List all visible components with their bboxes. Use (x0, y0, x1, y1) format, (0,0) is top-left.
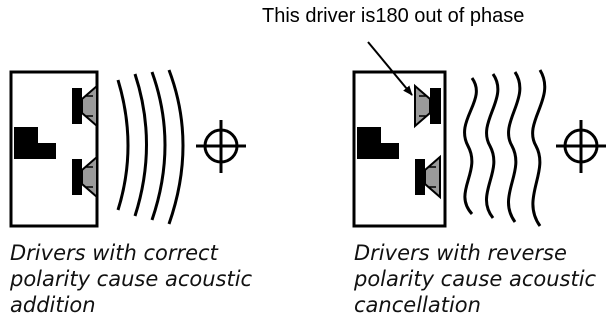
listener-crosshair-icon (196, 120, 246, 173)
inverted-woofer-driver-icon (414, 83, 441, 129)
caption-line: polarity cause acoustic (10, 267, 253, 291)
tweeter-driver-icon (14, 127, 56, 159)
woofer-driver-icon (72, 83, 98, 129)
sound-wave-icon (463, 69, 547, 227)
left-panel (9, 69, 246, 228)
woofer-driver-icon (72, 154, 98, 200)
left-caption: Drivers with correct polarity cause acou… (10, 240, 300, 318)
caption-line: Drivers with reverse (354, 241, 567, 265)
caption-line: cancellation (354, 293, 481, 317)
caption-line: Drivers with correct (10, 241, 218, 265)
caption-line: polarity cause acoustic (354, 267, 597, 291)
phase-annotation: This driver is180 out of phase (262, 5, 525, 27)
speaker-cabinet-icon (352, 70, 447, 228)
right-caption: Drivers with reverse polarity cause acou… (354, 240, 616, 318)
caption-line: addition (10, 293, 96, 317)
listener-crosshair-icon (556, 120, 606, 173)
woofer-driver-icon (415, 154, 441, 200)
arrow-icon (367, 41, 413, 96)
sound-wave-icon (116, 69, 185, 225)
right-panel (352, 69, 606, 228)
speaker-cabinet-icon (9, 70, 99, 228)
tweeter-driver-icon (357, 127, 399, 159)
